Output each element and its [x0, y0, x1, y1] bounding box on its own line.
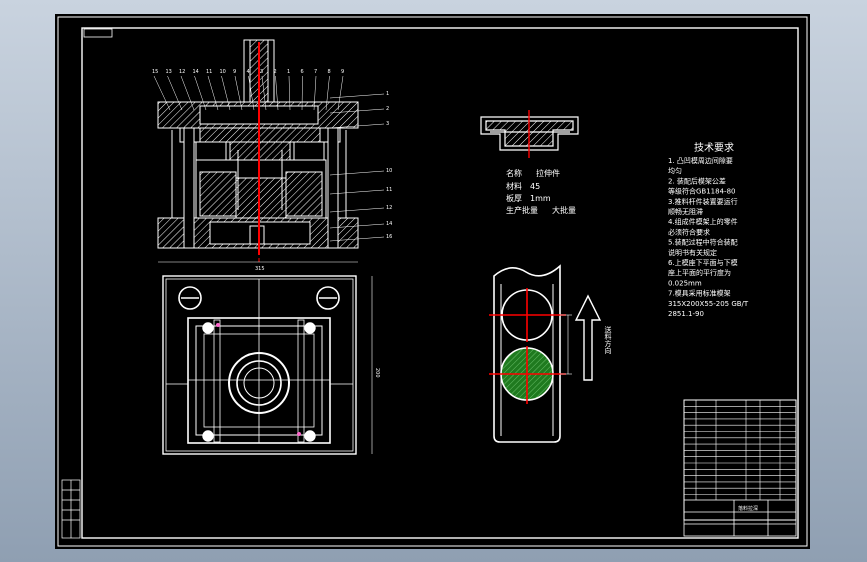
- material-label: 材料: [506, 181, 522, 191]
- callout-leader: [329, 93, 385, 99]
- tech-requirement-line: 2851.1-90: [668, 310, 704, 318]
- tech-requirement-line: 顺畅无阻滞: [668, 207, 703, 216]
- callout-number: 1: [287, 69, 290, 75]
- tech-requirement-line: 3.推料杆件装置要运行: [668, 197, 738, 206]
- callout-leader: [180, 75, 195, 111]
- callout-number: 14: [386, 221, 392, 227]
- inner-frame: [81, 27, 799, 539]
- drawing-number: 落料拉深: [738, 505, 758, 512]
- thickness-value: 1mm: [530, 194, 551, 203]
- tech-requirement-line: 说明书有关规定: [668, 248, 717, 257]
- callout-leader: [234, 75, 243, 111]
- tech-requirement-line: 5.装配过程中符合装配: [668, 238, 738, 247]
- callout-leader: [301, 75, 303, 111]
- tech-requirement-line: 均匀: [668, 166, 682, 175]
- batch-label: 生产批量: [506, 205, 538, 215]
- callout-leader: [153, 75, 171, 111]
- tech-requirement-line: 315X200X55-205 GB/T: [668, 300, 749, 308]
- callout-number: 2: [274, 69, 277, 75]
- callout-leader: [194, 75, 207, 111]
- pin-mark: [297, 432, 301, 436]
- tech-requirement-line: 必须符合要求: [668, 227, 710, 236]
- callout-leader: [329, 170, 385, 176]
- tech-requirement-line: 0.025mm: [668, 279, 702, 287]
- callout-number: 4: [247, 69, 250, 75]
- callout-leader: [207, 75, 219, 111]
- callout-number: 11: [386, 187, 392, 193]
- callout-number: 2: [386, 106, 389, 112]
- parts-list-table: [683, 399, 797, 521]
- callout-number: 7: [314, 69, 317, 75]
- outer-frame: [57, 16, 808, 547]
- callout-number: 15: [152, 69, 158, 75]
- callout-leader: [329, 108, 385, 114]
- die-plan-view: [162, 275, 373, 455]
- callout-number: 3: [386, 121, 389, 127]
- tech-requirement-line: 6.上模座下平面与下模: [668, 258, 738, 267]
- height-dim-text: 200: [374, 368, 380, 378]
- callout-leader: [167, 75, 183, 111]
- strip-center-lines: [489, 288, 566, 404]
- thickness-label: 板厚: [506, 193, 522, 203]
- tech-requirement-line: 2. 装配后模架公差: [668, 176, 726, 185]
- feed-direction-label: 送料方向: [604, 325, 612, 354]
- callout-number: 9: [233, 69, 236, 75]
- callout-number: 12: [179, 69, 185, 75]
- name-label: 名称: [506, 168, 522, 178]
- callout-number: 13: [166, 69, 172, 75]
- callout-number: 8: [328, 69, 331, 75]
- width-dim-text: 315: [255, 266, 265, 272]
- feed-direction-arrow: [574, 294, 602, 381]
- corner-tag: [83, 28, 113, 38]
- name-value: 拉伸件: [536, 168, 560, 178]
- callout-leader: [329, 123, 385, 129]
- callout-leader: [329, 207, 385, 213]
- callout-leader: [329, 236, 385, 242]
- pin-mark: [216, 323, 220, 327]
- callout-number: 14: [193, 69, 199, 75]
- callout-leader: [248, 75, 255, 111]
- callout-number: 11: [206, 69, 212, 75]
- callout-number: 9: [341, 69, 344, 75]
- callout-number: 12: [386, 205, 392, 211]
- tech-title: 技术要求: [694, 141, 734, 154]
- tech-requirement-line: 7.模具采用标准模架: [668, 289, 731, 298]
- pitch-dim: [560, 314, 572, 375]
- callout-number: 6: [301, 69, 304, 75]
- callout-number: 16: [386, 234, 392, 240]
- material-value: 45: [530, 182, 540, 191]
- title-block: [683, 499, 797, 537]
- tech-requirement-line: 等级符合GB1184-80: [668, 187, 735, 196]
- callout-leader: [313, 75, 317, 111]
- callout-leader: [261, 75, 267, 111]
- callout-leader: [221, 75, 231, 111]
- batch-value: 大批量: [552, 205, 576, 215]
- callout-leader: [329, 223, 385, 229]
- tech-requirement-line: 1. 凸凹模周边间隙要: [668, 156, 733, 165]
- callout-number: 10: [220, 69, 226, 75]
- callout-leader: [337, 75, 344, 111]
- tech-requirement-line: 4.组成件模架上的零件: [668, 217, 738, 226]
- callout-number: 1: [386, 91, 389, 97]
- tech-requirement-line: 座上平面的平行度为: [668, 268, 731, 277]
- callout-leader: [325, 75, 330, 111]
- callout-number: 3: [260, 69, 263, 75]
- left-strip: [61, 479, 81, 539]
- callout-leader: [288, 75, 291, 111]
- callout-leader: [275, 75, 279, 111]
- callout-number: 10: [386, 168, 392, 174]
- callout-leader: [329, 189, 385, 195]
- callouts-top: 15 13 12 14 11 10 9 4 3 2 1 6 7 8 9: [152, 69, 344, 111]
- part-info: 名称 拉伸件 材料 45 板厚 1mm 生产批量 大批量: [506, 168, 576, 215]
